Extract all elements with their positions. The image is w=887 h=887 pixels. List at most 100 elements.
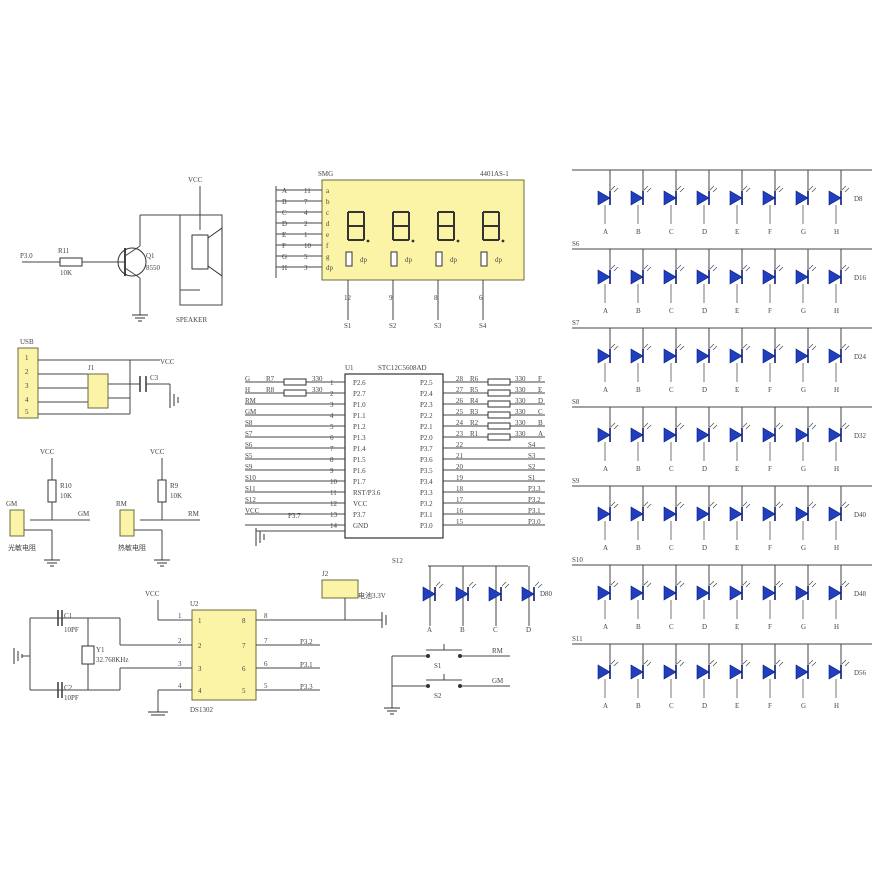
digit-3: dp bbox=[435, 211, 460, 267]
digit-pin-num: 6 bbox=[479, 294, 483, 302]
matrix-col-label: D bbox=[702, 623, 707, 631]
speaker-label: SPEAKER bbox=[176, 316, 207, 324]
segment-label: G bbox=[282, 253, 287, 261]
mcu-right-net: P3.1 bbox=[528, 507, 541, 515]
mcu-right-resistor: R3 bbox=[470, 408, 479, 416]
mcu-right-resistor-val: 330 bbox=[515, 430, 526, 438]
mcu-right-pin-num: 18 bbox=[456, 485, 464, 493]
matrix-col-label: E bbox=[735, 386, 739, 394]
matrix-col-label: A bbox=[603, 702, 608, 710]
matrix-led bbox=[762, 580, 784, 601]
matrix-led bbox=[597, 343, 619, 364]
mcu-left-pin-name: RST/P3.6 bbox=[353, 489, 381, 497]
mcu-left-pin-num: 12 bbox=[330, 500, 338, 508]
matrix-led bbox=[597, 501, 619, 522]
mcu-left-pin-num: 9 bbox=[330, 467, 334, 475]
mcu-right-net: P3.0 bbox=[528, 518, 541, 526]
mcu-right-net: D bbox=[538, 397, 543, 405]
usb-power-circuit: USB 12 34 5 J1 C3 VCC bbox=[17, 338, 179, 419]
segment-pin-num: 5 bbox=[304, 253, 308, 261]
matrix-led bbox=[597, 264, 619, 285]
matrix-led bbox=[630, 343, 652, 364]
mcu-right-pin-name: P2.3 bbox=[420, 401, 433, 409]
matrix-row-label: S9 bbox=[572, 477, 580, 485]
mcu-right-resistor: R1 bbox=[470, 430, 479, 438]
matrix-col-label: B bbox=[636, 702, 641, 710]
sensor-net: RM bbox=[188, 510, 200, 518]
matrix-col-label: C bbox=[669, 386, 674, 394]
matrix-col-label: H bbox=[834, 465, 839, 473]
switch-led-col: D bbox=[526, 626, 531, 634]
switch-led bbox=[488, 581, 510, 602]
j1-connector bbox=[87, 373, 109, 409]
sensor-vcc: VCC bbox=[40, 448, 55, 456]
matrix-col-label: F bbox=[768, 307, 772, 315]
mcu-right-pin-num: 17 bbox=[456, 496, 464, 504]
matrix-col-label: A bbox=[603, 623, 608, 631]
matrix-led bbox=[597, 422, 619, 443]
mcu-left-pin-num: 7 bbox=[330, 445, 334, 453]
matrix-led bbox=[630, 501, 652, 522]
battery-desc: 电池3.3V bbox=[358, 591, 386, 600]
matrix-col-label: D bbox=[702, 386, 707, 394]
matrix-led bbox=[729, 659, 751, 680]
matrix-led bbox=[729, 422, 751, 443]
segment-label: H bbox=[282, 264, 287, 272]
digit-label: S3 bbox=[434, 322, 442, 330]
matrix-col-label: H bbox=[834, 702, 839, 710]
segment-pin-name: f bbox=[326, 242, 329, 250]
mcu-left-resistor: R8 bbox=[266, 386, 275, 394]
matrix-led bbox=[663, 659, 685, 680]
mcu-left-pin-name: P1.2 bbox=[353, 423, 366, 431]
mcu-left-net: S11 bbox=[245, 485, 256, 493]
display-body bbox=[321, 179, 525, 281]
mcu-right-pin-num: 26 bbox=[456, 397, 464, 405]
mcu-right-resistor: R2 bbox=[470, 419, 479, 427]
mcu-right-resistor: R4 bbox=[470, 397, 479, 405]
matrix-led bbox=[729, 185, 751, 206]
mcu-left-pin-name: VCC bbox=[353, 500, 368, 508]
mcu-part: STC12C5608AD bbox=[378, 364, 427, 372]
matrix-led bbox=[597, 659, 619, 680]
svg-text:2: 2 bbox=[25, 368, 29, 376]
rtc-left-pin-num: 1 bbox=[178, 612, 182, 620]
mcu-right-pin-name: P3.5 bbox=[420, 467, 433, 475]
matrix-col-label: D bbox=[702, 702, 707, 710]
sensor-desc: 光敏电阻 bbox=[8, 543, 36, 552]
rtc-right-pin-label: 5 bbox=[242, 687, 246, 695]
mcu-right-net: A bbox=[538, 430, 543, 438]
mcu-left-pin-num: 13 bbox=[330, 511, 338, 519]
mcu-right-pin-num: 21 bbox=[456, 452, 464, 460]
matrix-col-label: E bbox=[735, 465, 739, 473]
matrix-led bbox=[762, 185, 784, 206]
mcu-left-pin-name: GND bbox=[353, 522, 368, 530]
switch-led-col: B bbox=[460, 626, 465, 634]
matrix-col-label: B bbox=[636, 386, 641, 394]
mcu-left-net: H bbox=[245, 386, 250, 394]
segment-label: D bbox=[282, 220, 287, 228]
transistor-q1 bbox=[117, 247, 147, 277]
matrix-led bbox=[663, 422, 685, 443]
mcu-left-net: S9 bbox=[245, 463, 253, 471]
mcu-right-pin-name: P3.1 bbox=[420, 511, 433, 519]
sensor-ref: GM bbox=[6, 500, 18, 508]
rtc-left-pin-label: 4 bbox=[198, 687, 202, 695]
rtc-left-pin-label: 2 bbox=[198, 642, 202, 650]
matrix-led bbox=[729, 264, 751, 285]
matrix-led bbox=[795, 659, 817, 680]
rtc-right-pin-num: 7 bbox=[264, 637, 268, 645]
mcu-left-pin-name: P2.6 bbox=[353, 379, 366, 387]
mcu-right-net: P3.3 bbox=[528, 485, 541, 493]
mcu-left-resistor: R7 bbox=[266, 375, 275, 383]
matrix-col-label: B bbox=[636, 465, 641, 473]
mcu-right-pin-num: 27 bbox=[456, 386, 464, 394]
mcu-body bbox=[344, 373, 444, 539]
sensor-resistor: R9 bbox=[170, 482, 179, 490]
